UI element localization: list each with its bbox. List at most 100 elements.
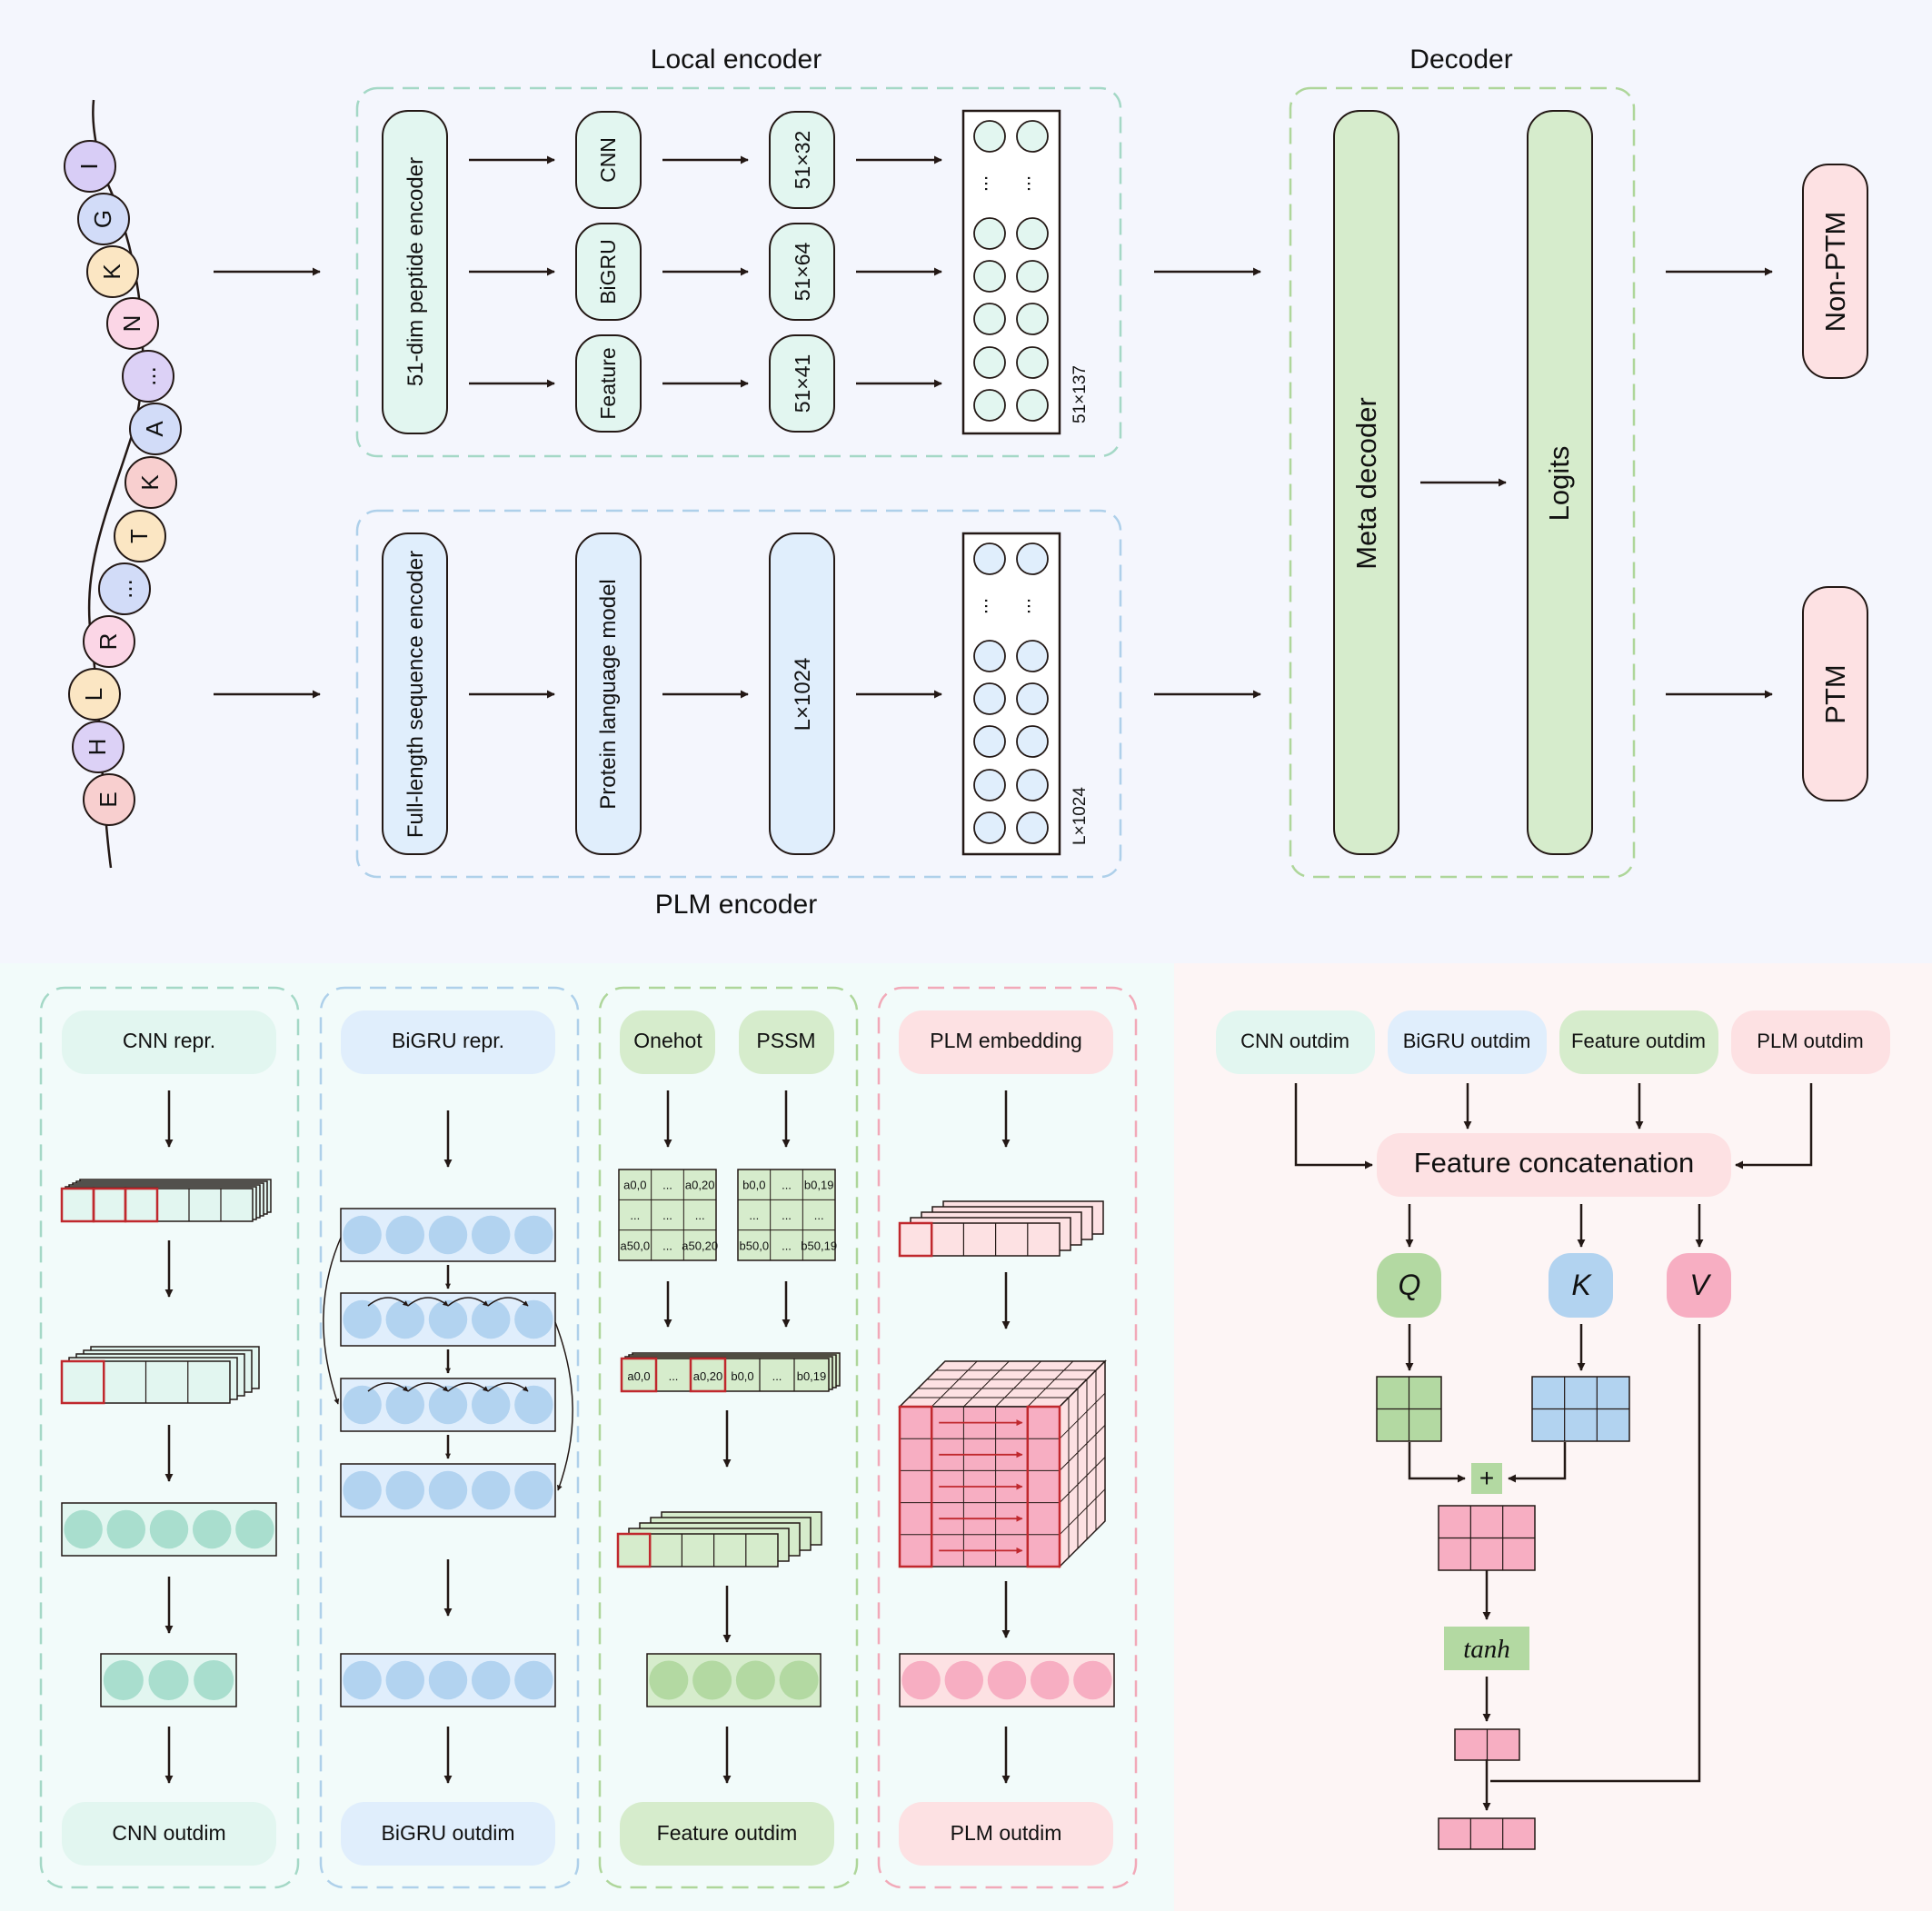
- onehot-pill: [620, 1010, 715, 1074]
- residue-bead: [114, 510, 166, 562]
- cnn-outdim-pill: [62, 1802, 276, 1866]
- residue-label: E: [95, 791, 122, 807]
- pssm-pill: [739, 1010, 834, 1074]
- plm-grid-neuron: [1016, 542, 1049, 575]
- local-grid-neuron: [973, 346, 1006, 379]
- residue-label: A: [141, 421, 168, 437]
- bigru-layer-node: [471, 1299, 511, 1339]
- bigru-recurrent-arrow: [487, 1382, 529, 1392]
- residue-bead: [77, 193, 130, 245]
- branch-label: CNN: [596, 137, 620, 183]
- plm-embedding-pill: [899, 1010, 1113, 1074]
- bigru-recurrent-arrow: [407, 1297, 449, 1307]
- feature-outdim-pill: [620, 1802, 834, 1866]
- pssm-matrix: [737, 1169, 836, 1261]
- local-grid-neuron: [973, 303, 1006, 335]
- plm-grid-ellipsis: ...: [981, 598, 1003, 614]
- local-feature-grid: ......: [973, 120, 1049, 422]
- cnn-conv-stack-kernel: [124, 1187, 159, 1223]
- output-vector: [1438, 1817, 1536, 1850]
- local-grid-neuron: [1016, 120, 1049, 153]
- plus-node: [1471, 1463, 1502, 1494]
- onehot-cell: ...: [630, 1209, 640, 1222]
- plm-stack-layer: [899, 1222, 1061, 1257]
- branch-dim-label: 51×64: [791, 242, 814, 301]
- bigru-recurrent-arrow: [367, 1297, 409, 1307]
- plm-grid-neuron: [973, 682, 1006, 715]
- non-ptm-box: [1802, 164, 1868, 379]
- bigru-panel-frame: [319, 986, 580, 1889]
- residue-bead: [86, 245, 139, 298]
- attention-input-label: Feature outdim: [1571, 1030, 1706, 1052]
- bigru-layer-node: [385, 1215, 425, 1255]
- v-node: [1667, 1253, 1731, 1318]
- local-grid-neuron: [1016, 346, 1049, 379]
- bigru-layer-node: [428, 1470, 468, 1510]
- attention-input-label: BiGRU outdim: [1403, 1030, 1531, 1052]
- cnn-flatten-node: [106, 1509, 146, 1549]
- arrow-kmat-to-plus: [1508, 1442, 1567, 1483]
- residue-label: ...: [110, 579, 137, 599]
- plm-encoder-title: PLM encoder: [655, 890, 817, 920]
- feature-panel-frame: [598, 986, 859, 1889]
- residue-bead: [122, 350, 174, 403]
- plm-cube-kernel: [1026, 1405, 1061, 1568]
- plm-grid-neuron: [973, 542, 1006, 575]
- bigru-pipeline: [323, 1110, 573, 1784]
- plm-grid-neuron: [973, 725, 1006, 758]
- pssm-cell: ...: [814, 1209, 824, 1222]
- feature-dense-node: [692, 1660, 732, 1700]
- bigru-layer-node: [514, 1470, 553, 1510]
- ptm-box: [1802, 586, 1868, 801]
- bigru-layer-node: [343, 1470, 382, 1510]
- q-node: [1377, 1253, 1441, 1318]
- pssm-cell: b0,19: [804, 1179, 834, 1192]
- plm-grid-neuron: [1016, 725, 1049, 758]
- residue-bead: [98, 562, 151, 615]
- plm-cube-grid: [1059, 1392, 1106, 1439]
- bigru-layer-node: [428, 1299, 468, 1339]
- local-grid-neuron: [1016, 303, 1049, 335]
- bigru-dense-node: [428, 1660, 468, 1700]
- attention-input-pill: [1731, 1010, 1890, 1074]
- pssm-cell: b50,0: [740, 1239, 770, 1252]
- plm-panel-frame: [877, 986, 1138, 1889]
- residue-bead: [68, 668, 121, 721]
- onehot-matrix: [618, 1169, 717, 1261]
- bigru-layer-node: [343, 1299, 382, 1339]
- cnn-flatten-node: [149, 1509, 189, 1549]
- residue-label: H: [84, 739, 111, 756]
- logits-box: [1527, 110, 1593, 855]
- cnn-repr-pill: [62, 1010, 276, 1074]
- local-grid-neuron: [973, 389, 1006, 422]
- bigru-layer-node: [471, 1470, 511, 1510]
- bigru-skip-arrow: [323, 1237, 342, 1405]
- arrow-v-to-output: [1490, 1324, 1701, 1783]
- branch-box: [575, 223, 642, 321]
- branch-dim-label: 51×41: [791, 354, 814, 413]
- pssm-cell: ...: [782, 1209, 792, 1222]
- bigru-recurrent-arrow: [447, 1382, 489, 1392]
- bigru-layer-node: [471, 1215, 511, 1255]
- plm-cube-grid: [1059, 1457, 1106, 1503]
- onehot-cell: ...: [662, 1209, 672, 1222]
- pssm-cell: b0,0: [742, 1179, 765, 1192]
- plm-pipeline: [898, 1090, 1115, 1784]
- attention-input-label: CNN outdim: [1240, 1030, 1349, 1052]
- attention-input-pill: [1216, 1010, 1375, 1074]
- branch-box: [575, 111, 642, 209]
- local-output-dim: 51×137: [1071, 365, 1090, 423]
- feature-concat-stack-kernel: [689, 1357, 727, 1393]
- local-grid-ellipsis: ...: [1023, 175, 1046, 192]
- bigru-repr-label: BiGRU repr.: [392, 1029, 504, 1052]
- plm-cube-grid: [1027, 1360, 1074, 1408]
- local-grid-neuron: [973, 260, 1006, 293]
- logits-label: Logits: [1543, 446, 1575, 522]
- pssm-cell: ...: [782, 1179, 792, 1192]
- onehot-label: Onehot: [633, 1029, 702, 1052]
- cnn-flatten-node: [64, 1509, 103, 1549]
- arrow-cnn-to-concat: [1294, 1083, 1373, 1169]
- local-grid-neuron: [973, 120, 1006, 153]
